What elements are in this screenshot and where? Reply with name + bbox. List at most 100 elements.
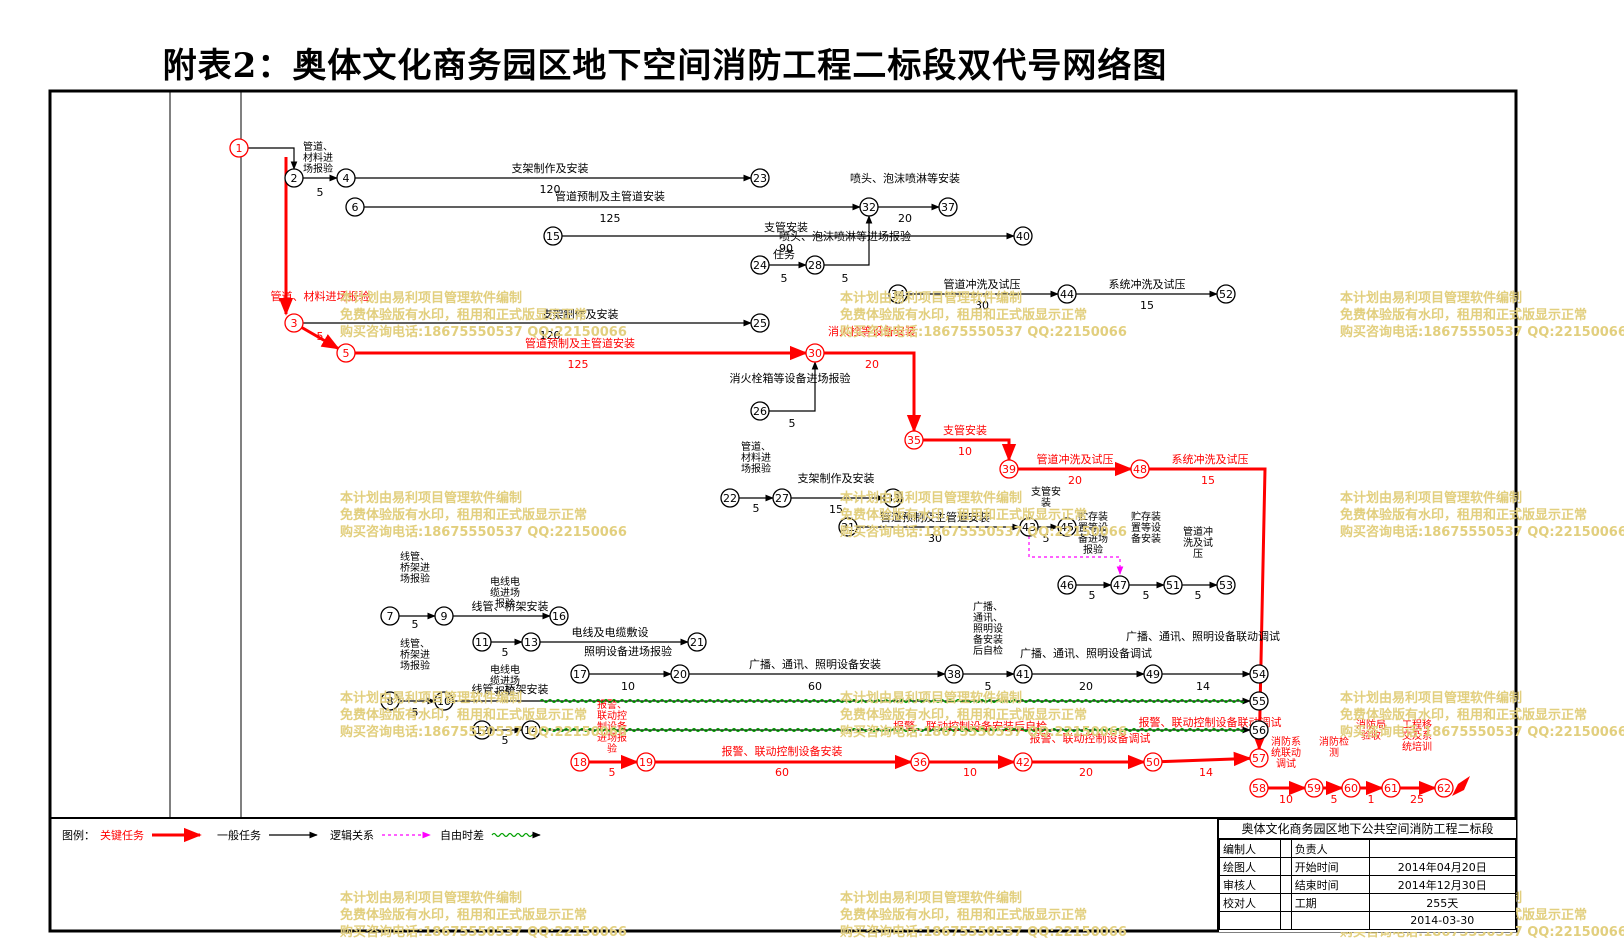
- node-36[interactable]: 36: [910, 752, 930, 772]
- node-11[interactable]: 11: [472, 632, 492, 652]
- activity-9-16[interactable]: 线管、桥架安装: [453, 599, 551, 620]
- activity-13-21[interactable]: 电线及电缆敷设: [540, 625, 689, 646]
- node-7[interactable]: 7: [380, 606, 400, 626]
- node-16[interactable]: 16: [549, 606, 569, 626]
- node-53[interactable]: 53: [1216, 575, 1236, 595]
- node-33[interactable]: 33: [883, 488, 903, 508]
- node-46[interactable]: 46: [1057, 575, 1077, 595]
- node-55[interactable]: 55: [1249, 691, 1269, 711]
- node-42[interactable]: 42: [1013, 752, 1033, 772]
- node-9[interactable]: 9: [434, 606, 454, 626]
- node-17[interactable]: 17: [570, 664, 590, 684]
- activity-24-28[interactable]: 任务5: [769, 248, 807, 285]
- node-26[interactable]: 26: [750, 401, 770, 421]
- node-48[interactable]: 48: [1130, 459, 1150, 479]
- node-28[interactable]: 28: [805, 255, 825, 275]
- node-14[interactable]: 14: [521, 720, 541, 740]
- node-8[interactable]: 8: [380, 691, 400, 711]
- node-3[interactable]: 3: [284, 313, 304, 333]
- node-61[interactable]: 61: [1381, 778, 1401, 798]
- node-50[interactable]: 50: [1143, 752, 1163, 772]
- node-5[interactable]: 5: [336, 343, 356, 363]
- node-19[interactable]: 19: [636, 752, 656, 772]
- node-24[interactable]: 24: [750, 255, 770, 275]
- activity-10-55[interactable]: 线管、桥架安装: [453, 682, 1251, 705]
- node-2[interactable]: 2: [284, 168, 304, 188]
- node-43[interactable]: 43: [1019, 517, 1039, 537]
- node-41[interactable]: 41: [1013, 664, 1033, 684]
- node-22[interactable]: 22: [720, 488, 740, 508]
- node-52[interactable]: 52: [1216, 284, 1236, 304]
- node-21[interactable]: 21: [687, 632, 707, 652]
- node-56[interactable]: 56: [1249, 720, 1269, 740]
- node-25[interactable]: 25: [750, 313, 770, 333]
- node-20[interactable]: 20: [670, 664, 690, 684]
- node-12[interactable]: 12: [472, 720, 492, 740]
- node-45[interactable]: 45: [1057, 517, 1077, 537]
- node-32[interactable]: 32: [859, 197, 879, 217]
- node-31[interactable]: 31: [838, 517, 858, 537]
- node-59[interactable]: 59: [1304, 778, 1324, 798]
- node-23[interactable]: 23: [750, 168, 770, 188]
- node-30[interactable]: 30: [805, 343, 825, 363]
- node-18[interactable]: 18: [570, 752, 590, 772]
- node-40[interactable]: 40: [1013, 226, 1033, 246]
- node-39[interactable]: 39: [999, 459, 1019, 479]
- node-34[interactable]: 34: [888, 284, 908, 304]
- node-44[interactable]: 44: [1057, 284, 1077, 304]
- node-13[interactable]: 13: [521, 632, 541, 652]
- node-49[interactable]: 49: [1143, 664, 1163, 684]
- node-4[interactable]: 4: [336, 168, 356, 188]
- node-60[interactable]: 60: [1341, 778, 1361, 798]
- node-6[interactable]: 6: [345, 197, 365, 217]
- node-51[interactable]: 51: [1163, 575, 1183, 595]
- node-57[interactable]: 57: [1249, 748, 1269, 768]
- node-38[interactable]: 38: [944, 664, 964, 684]
- node-1[interactable]: 1: [229, 138, 249, 158]
- node-27[interactable]: 27: [772, 488, 792, 508]
- node-54[interactable]: 54: [1249, 664, 1269, 684]
- node-35[interactable]: 35: [904, 430, 924, 450]
- node-15[interactable]: 15: [543, 226, 563, 246]
- node-37[interactable]: 37: [938, 197, 958, 217]
- activity-1-2[interactable]: [239, 147, 298, 170]
